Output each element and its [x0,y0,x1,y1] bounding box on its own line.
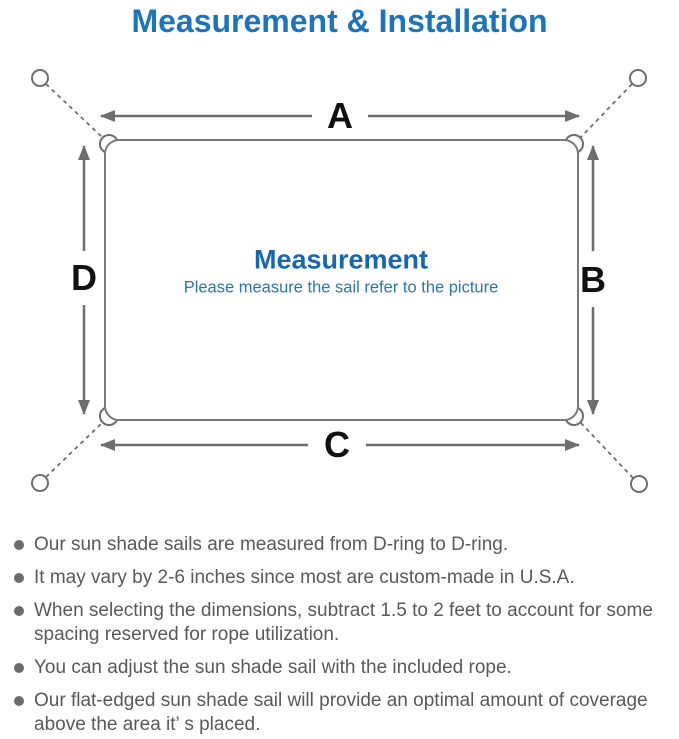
anchor-circle [31,474,49,492]
anchor-circle [31,69,49,87]
bullet-icon [14,573,24,583]
page-title: Measurement & Installation [131,3,548,39]
center-heading: Measurement [253,244,429,275]
anchor-circle [629,69,647,87]
dimension-arrows [78,110,599,451]
list-item: It may vary by 2-6 inches since most are… [10,566,659,590]
note-text: When selecting the dimensions, subtract … [34,600,653,645]
corner-rope-lines [45,83,634,479]
dim-label-a: A [327,95,353,136]
bullet-icon [14,663,24,673]
list-item: When selecting the dimensions, subtract … [10,599,659,647]
note-text: You can adjust the sun shade sail with t… [34,657,512,678]
notes-list: Our sun shade sails are measured from D-… [0,515,679,737]
note-text: It may vary by 2-6 inches since most are… [34,567,575,588]
list-item: Our flat-edged sun shade sail will provi… [10,689,659,737]
measurement-diagram: A B C D Measurement Please measure the s… [0,55,679,515]
sail-rectangle [104,139,579,421]
bullet-icon [14,540,24,550]
bullet-icon [14,606,24,616]
note-text: Our flat-edged sun shade sail will provi… [34,690,648,735]
sail-diagram-graphic [31,69,648,493]
bullet-icon [14,696,24,706]
note-text: Our sun shade sails are measured from D-… [34,534,509,555]
dim-label-b: B [580,259,606,300]
dim-label-d: D [71,257,97,298]
dim-label-c: C [324,424,350,465]
list-item: Our sun shade sails are measured from D-… [10,533,659,557]
list-item: You can adjust the sun shade sail with t… [10,656,659,680]
anchor-points [31,69,648,493]
center-subtitle: Please measure the sail refer to the pic… [183,278,499,297]
anchor-circle [630,475,648,493]
